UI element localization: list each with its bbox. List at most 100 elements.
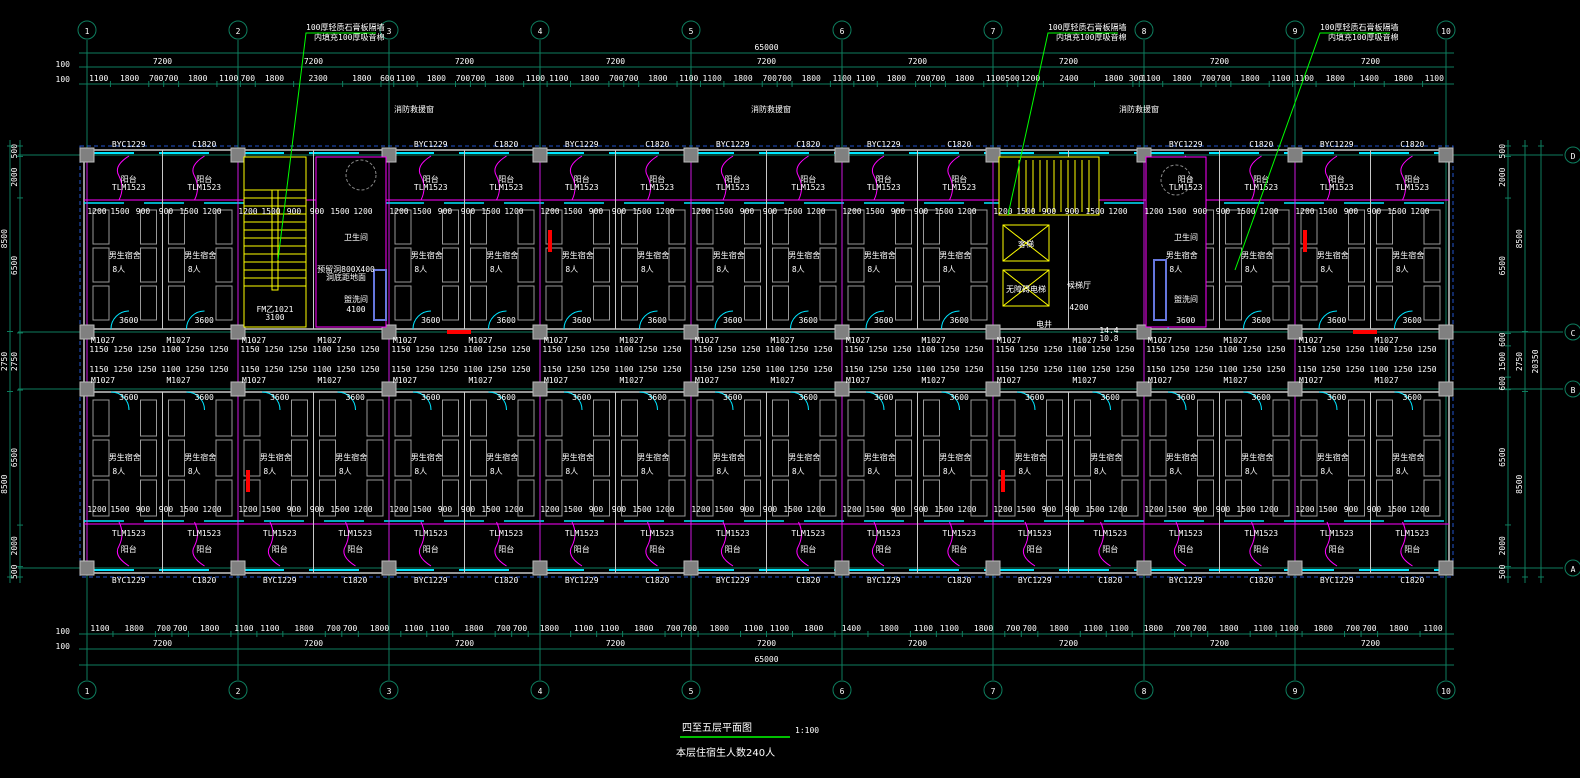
bay-dims-bottom-text: 7200: [1361, 639, 1380, 648]
detail-dims-bottom-text: 1400: [842, 624, 861, 633]
corridor-dim: 1250: [439, 365, 458, 374]
bed: [215, 439, 233, 477]
slot-note-2: 洞底距地面: [326, 272, 366, 282]
balcony-label: 阳台: [121, 174, 137, 184]
room-detail-dim: 1500: [110, 207, 129, 216]
axis-bubble-6: [832, 20, 852, 40]
edge-offset: 100: [56, 627, 71, 636]
door-tag: M1027: [695, 336, 719, 345]
bed: [895, 399, 912, 437]
bay-dims-bottom-text: 7200: [908, 639, 927, 648]
window-tag: C1820: [343, 576, 367, 585]
turning-circle: [345, 159, 377, 191]
dorm-room-label: 男生宿舍: [1015, 452, 1047, 462]
window-tag: BYC1229: [716, 576, 750, 585]
left-dims-detail-text: 2000: [10, 536, 19, 555]
left-dims-total-text: 2750: [0, 352, 9, 371]
bed: [1225, 439, 1242, 477]
corridor-dim: 1250: [638, 365, 657, 374]
dorm-capacity-label: 8人: [339, 467, 352, 476]
toilet-block-2: [1145, 156, 1207, 328]
bed: [1272, 399, 1290, 437]
dorm-capacity-label: 8人: [414, 467, 427, 476]
corridor-dim: 1250: [209, 345, 228, 354]
room-detail-dim: 900: [891, 207, 906, 216]
bed: [394, 439, 412, 477]
bed: [1046, 439, 1063, 477]
room-detail-dim: 1200: [1410, 207, 1429, 216]
bed: [140, 439, 157, 477]
bed: [291, 479, 308, 517]
bed: [470, 479, 487, 517]
annotation-notes: 消防救援窗消防救援窗消防救援窗100厚轻质石膏板隔墙内填充100厚吸音棉100厚…: [277, 22, 1398, 271]
bed: [1074, 439, 1091, 477]
corridor-dim: 1100: [463, 365, 482, 374]
right-dims-detail-text: 500: [1498, 144, 1507, 159]
axis-bubble-9: [1285, 680, 1305, 700]
room-detail-dim: 1500: [481, 505, 500, 514]
bed: [1225, 209, 1242, 245]
dorm-room-label: 男生宿舍: [1317, 250, 1349, 260]
window-tag: BYC1229: [1320, 140, 1354, 149]
door-tag: M1027: [1223, 336, 1247, 345]
bed: [470, 439, 487, 477]
drawing-scale: 1:100: [795, 726, 819, 735]
balcony-wash-basin: [645, 155, 658, 201]
bed: [1300, 247, 1318, 283]
door-tag: M1027: [1072, 336, 1096, 345]
level-note: 14.4: [1099, 326, 1118, 335]
corridor-dim: 1250: [892, 365, 911, 374]
detail-dims-top-text: 1100: [396, 74, 415, 83]
room-width-dim: 3600: [572, 393, 591, 402]
dorm-room-label: 男生宿舍: [788, 452, 820, 462]
detail-dims-top-text: 700: [762, 74, 777, 83]
room-detail-dim: 1500: [632, 207, 651, 216]
outer-insulation-line: [79, 145, 1454, 578]
bed: [140, 209, 157, 245]
door-tag: M1027: [166, 336, 190, 345]
room-width-dim: 3600: [195, 393, 214, 402]
fire-window-tag: 消防救援窗: [394, 104, 434, 114]
balcony-wash-basin: [494, 521, 507, 567]
dorm-room-label: 男生宿舍: [562, 452, 594, 462]
bed: [1376, 399, 1393, 437]
axis-bubble-D: [1564, 146, 1580, 164]
corridor-dim: 1250: [662, 345, 681, 354]
axis-label-A: A: [1571, 565, 1576, 574]
corridor-dim: 1250: [1393, 345, 1412, 354]
axis-bubble-1: [77, 20, 97, 40]
detail-dims-top-text: 700: [624, 74, 639, 83]
bed: [621, 285, 638, 321]
window-tag: BYC1229: [867, 140, 901, 149]
balcony-wash-basin: [947, 521, 960, 567]
balcony-wash-basin: [1400, 155, 1413, 201]
corridor-dim: 1150: [693, 345, 712, 354]
dorm-room-label: 男生宿舍: [864, 250, 896, 260]
detail-dims-top-text: 700: [149, 74, 164, 83]
bed: [668, 285, 686, 321]
bed: [319, 479, 336, 517]
detail-dims-top-text: 1200: [1021, 74, 1040, 83]
room-width-dim: 3600: [497, 316, 516, 325]
structural-column: [230, 324, 246, 340]
door-swing: [412, 310, 432, 330]
bed: [923, 399, 940, 437]
occupancy-note: 本层住宿生人数240人: [676, 746, 775, 759]
fire-shutter-marker: [1353, 330, 1377, 334]
room-width-dim: 3600: [1327, 393, 1346, 402]
axis-label-1: 1: [85, 687, 90, 696]
corridor-dim: 1100: [765, 365, 784, 374]
bed: [1300, 209, 1318, 245]
room-width-dim: 3600: [421, 393, 440, 402]
balcony-label: 阳台: [876, 174, 892, 184]
corridor-dim: 1250: [1321, 365, 1340, 374]
bed: [1225, 479, 1242, 517]
bed: [1348, 247, 1365, 283]
bed: [772, 209, 789, 245]
bed: [1149, 399, 1167, 437]
axis-bubble-7: [983, 680, 1003, 700]
bed: [668, 439, 686, 477]
balcony-label: 阳台: [121, 544, 137, 554]
structural-column: [985, 147, 1001, 163]
dorm-room-label: 男生宿舍: [486, 452, 518, 462]
